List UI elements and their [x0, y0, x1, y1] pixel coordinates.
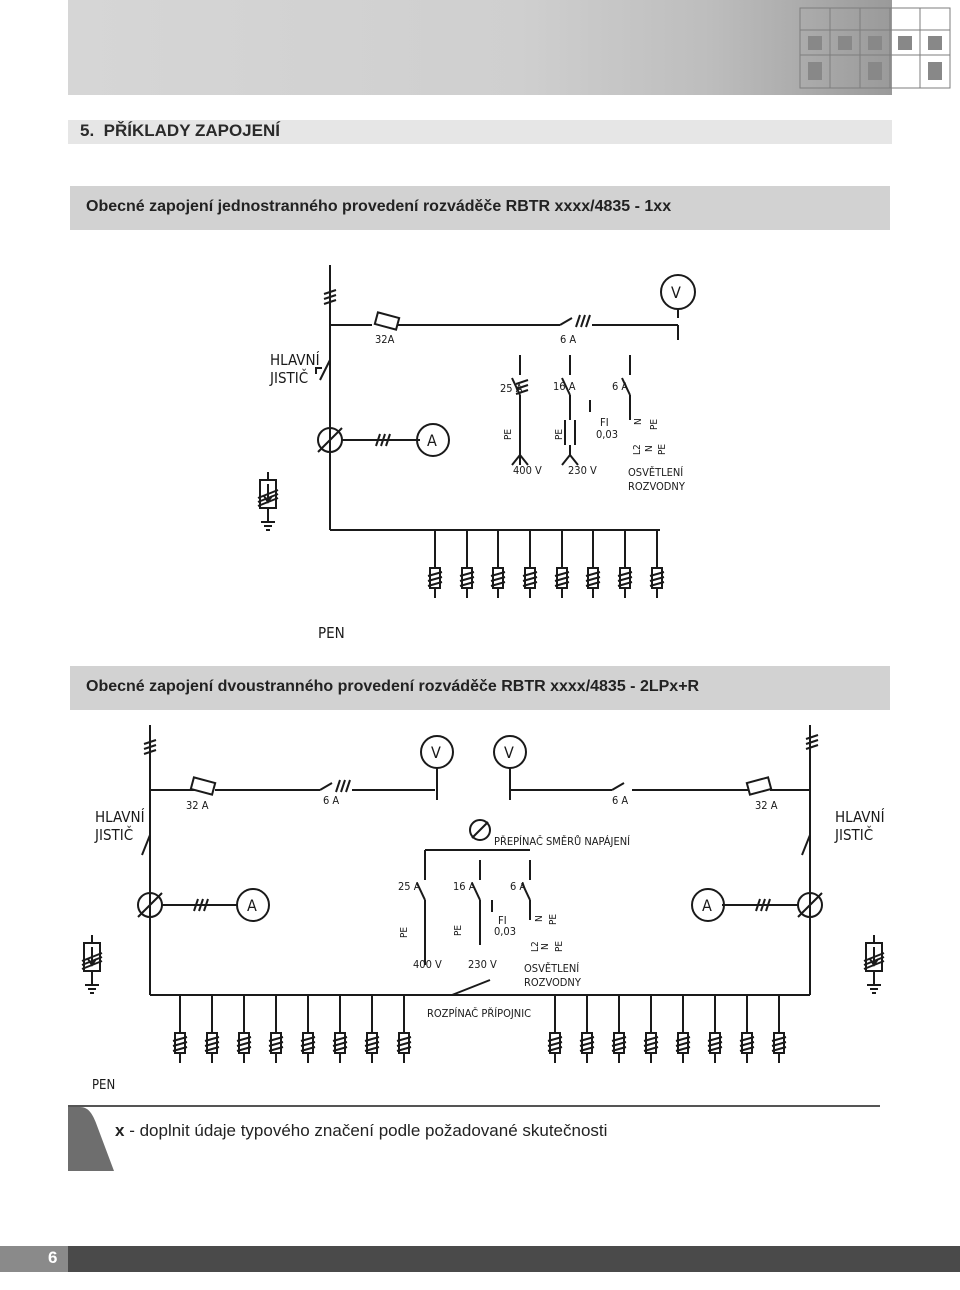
breaker-label: 25 A — [398, 880, 421, 893]
ammeter-icon: A — [247, 896, 257, 915]
voltage-label: 400 V — [413, 958, 442, 971]
voltage-label: 230 V — [568, 464, 597, 477]
ammeter-icon: A — [702, 896, 712, 915]
fi-value: 0,03 — [596, 428, 618, 441]
section-title-text: PŘÍKLADY ZAPOJENÍ — [103, 121, 280, 140]
pe-label: PE — [554, 941, 565, 952]
lighting-label: OSVĚTLENÍ — [628, 466, 683, 479]
busbar-switch-label: ROZPÍNAČ PŘÍPOJNIC — [427, 1007, 531, 1020]
fuse-label: 32A — [375, 333, 395, 346]
footnote-text: - doplnit údaje typového značení podle p… — [124, 1121, 608, 1140]
pen-label: PEN — [318, 624, 345, 642]
page-number: 6 — [48, 1248, 58, 1267]
note-tab-shape — [68, 1107, 114, 1171]
footer-bar — [0, 1246, 960, 1272]
footnote-symbol: x — [115, 1121, 125, 1140]
breaker-label: 6 A — [510, 880, 526, 893]
fi-value: 0,03 — [494, 925, 516, 938]
diagram2 — [81, 725, 885, 1064]
voltage-label: 400 V — [513, 464, 542, 477]
lighting-label: ROZVODNY — [628, 480, 686, 493]
fi-label: FI — [600, 416, 609, 429]
diagram1-labels: HLAVNÍ JISTIČ 32A 6 A V A 25 A 16 A 6 A … — [269, 283, 686, 642]
lighting-label: OSVĚTLENÍ — [524, 962, 579, 975]
main-breaker-label: HLAVNÍ — [835, 807, 885, 826]
section-bar — [68, 120, 892, 144]
breaker-label: 16 A — [553, 380, 576, 393]
l2-label: L2 — [530, 941, 541, 952]
breaker-label: 6 A — [612, 380, 628, 393]
pen-label: PEN — [92, 1078, 115, 1093]
pe-label: PE — [649, 419, 660, 430]
pe-label: PE — [503, 429, 514, 440]
footnote: x - doplnit údaje typového značení podle… — [115, 1121, 607, 1141]
breaker-label: 16 A — [453, 880, 476, 893]
main-breaker-label: JISTIČ — [94, 825, 133, 844]
main-breaker-label: JISTIČ — [834, 825, 873, 844]
pe-label: PE — [399, 927, 410, 938]
pe-label: PE — [657, 444, 668, 455]
voltmeter-icon: V — [431, 743, 441, 762]
breaker-label: 6 A — [323, 794, 339, 807]
diagram2-heading-box: Obecné zapojení dvoustranného provedení … — [70, 666, 890, 710]
fi-label: FI — [498, 914, 507, 927]
diagram1 — [257, 265, 696, 599]
switchgear-photo — [799, 7, 951, 89]
voltmeter-icon: V — [671, 283, 681, 302]
pe-label: PE — [554, 429, 565, 440]
fuse-label: 32 A — [186, 799, 209, 812]
section-number: 5. — [80, 121, 95, 140]
main-breaker-label: HLAVNÍ — [270, 350, 320, 369]
diagram1-heading: Obecné zapojení jednostranného provedení… — [86, 198, 672, 215]
footer-page-box — [0, 1246, 68, 1272]
pe-label: PE — [548, 914, 559, 925]
n-label: N — [644, 445, 655, 452]
main-breaker-label: JISTIČ — [269, 368, 308, 387]
n-label: N — [534, 915, 545, 922]
n-label: N — [540, 943, 551, 950]
breaker-label: 6 A — [612, 794, 628, 807]
ammeter-icon: A — [427, 431, 437, 450]
fuse-label: 32 A — [755, 799, 778, 812]
voltage-label: 230 V — [468, 958, 497, 971]
changeover-switch-label: PŘEPÍNAČ SMĚRŮ NAPÁJENÍ — [494, 835, 630, 848]
l2-label: L2 — [632, 444, 643, 455]
note-divider — [68, 1105, 880, 1107]
section-title: 5. PŘÍKLADY ZAPOJENÍ — [80, 121, 280, 141]
header-banner — [68, 0, 951, 95]
n-label: N — [633, 418, 644, 425]
lighting-label: ROZVODNY — [524, 976, 582, 989]
breaker-label: 25 A — [500, 382, 523, 395]
diagram1-heading-box: Obecné zapojení jednostranného provedení… — [70, 186, 890, 230]
diagram2-heading: Obecné zapojení dvoustranného provedení … — [86, 678, 700, 695]
voltmeter-icon: V — [504, 743, 514, 762]
breaker-label: 6 A — [560, 333, 576, 346]
pe-label: PE — [453, 925, 464, 936]
wiring-diagrams: HLAVNÍ JISTIČ 32A 6 A V A 25 A 16 A 6 A … — [81, 265, 885, 1093]
main-breaker-label: HLAVNÍ — [95, 807, 145, 826]
diagram2-labels: HLAVNÍ JISTIČ HLAVNÍ JISTIČ 32 A 32 A 6 … — [92, 743, 885, 1093]
